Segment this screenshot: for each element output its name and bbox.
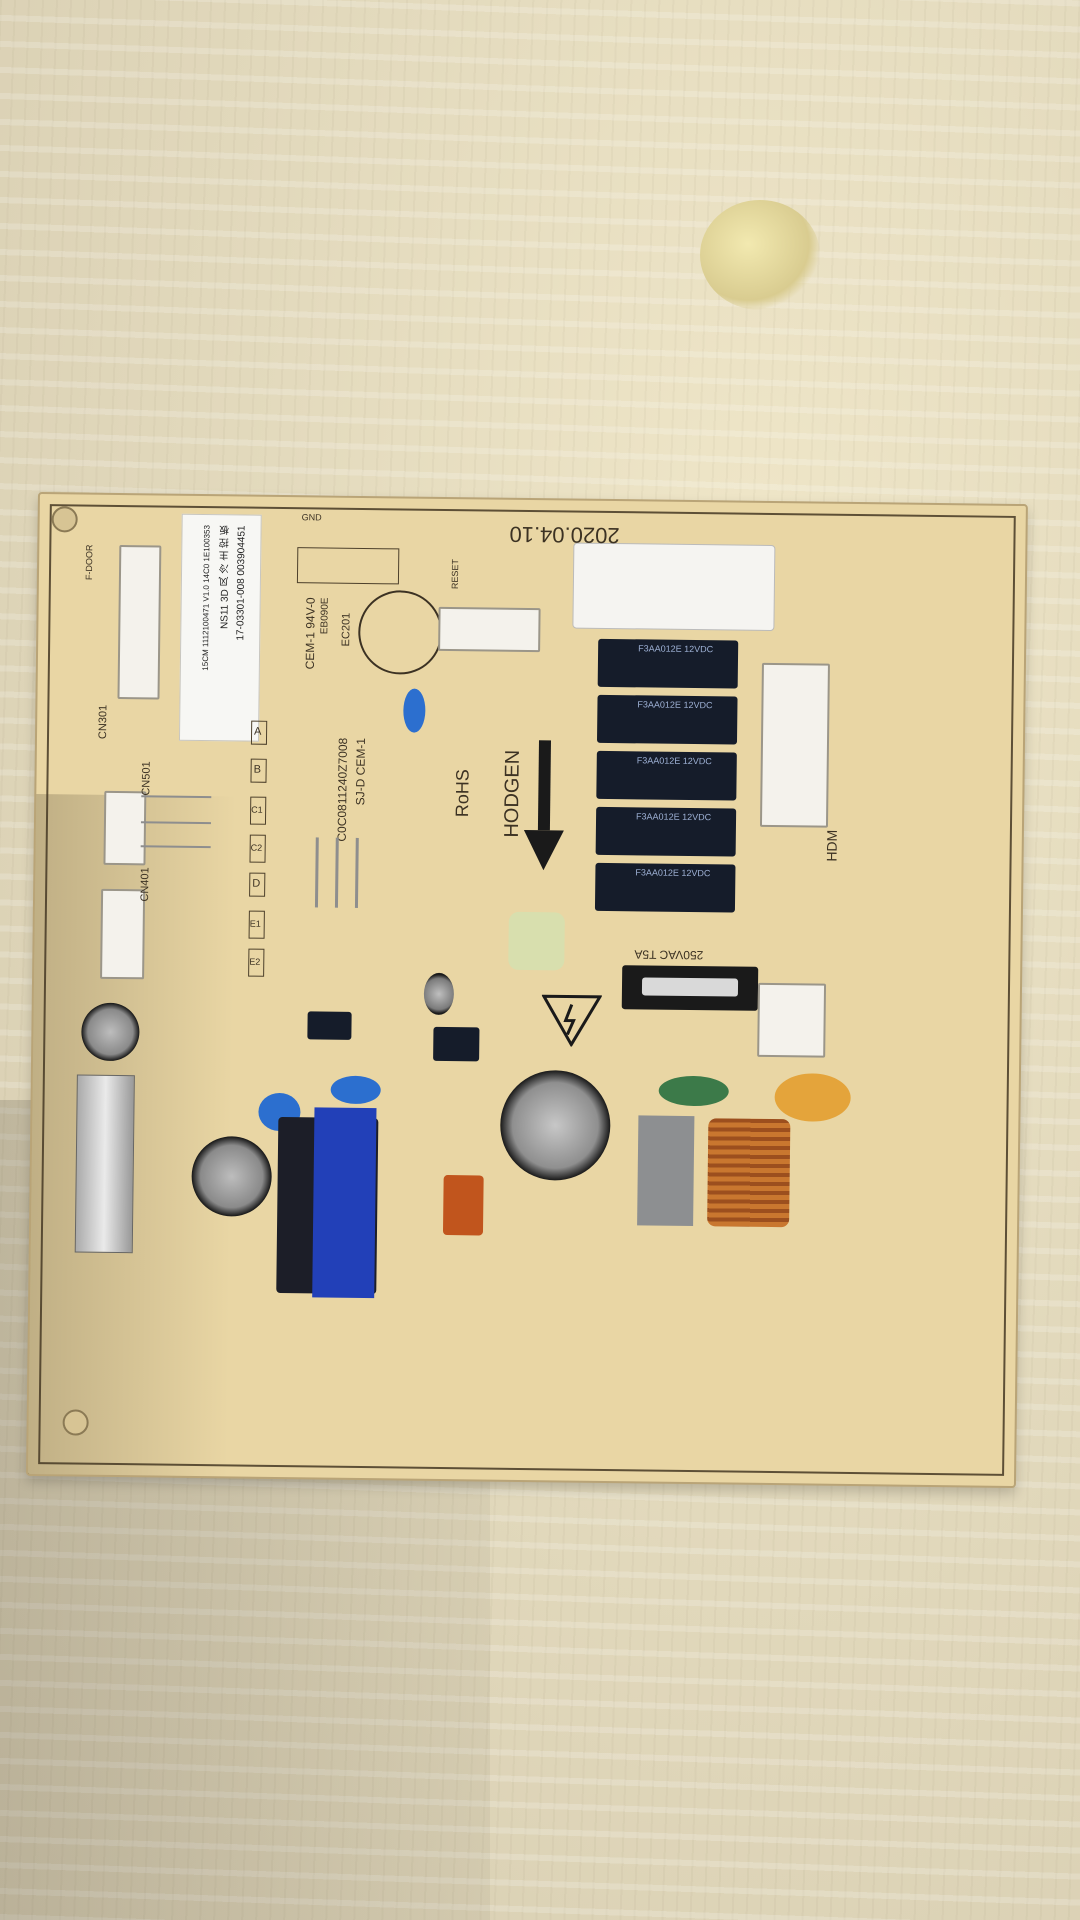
jumper-c2: C2 <box>249 834 266 863</box>
part-number-sticker: 17-03301-008 003904451 NS11 3D 风 冷 主 控 板… <box>178 513 262 742</box>
connector-program-header <box>438 606 541 653</box>
connector-cn101 <box>757 982 827 1058</box>
relay-ry02-model: F3AA012E 12VDC <box>638 643 714 655</box>
relay-ry03: F3AA012E 12VDC <box>596 694 738 745</box>
jumper-e1-label: E1 <box>249 918 261 929</box>
relay-ry03-model: F3AA012E 12VDC <box>637 699 713 711</box>
top-pin-gnd: GND <box>301 512 322 523</box>
relay-ry02: F3AA012E 12VDC <box>597 638 739 689</box>
board-code: C0C0811240Z7008 <box>334 737 351 842</box>
connector-cn401 <box>100 888 146 980</box>
transformer-blue-wrap <box>312 1107 377 1299</box>
top-header-outline <box>296 547 400 585</box>
capacitor-c104 <box>442 1175 484 1236</box>
brand-hodgen: HODGEN <box>500 749 524 838</box>
jumper-b: B <box>250 758 267 783</box>
connector-cn501 <box>103 790 147 866</box>
sticker-line-3: 15CM 1112100471 V1.0 14C0 1E100353 <box>200 525 212 671</box>
cn501-label: CN501 <box>140 761 153 796</box>
high-voltage-warning-icon <box>541 994 602 1047</box>
connector-cn702 <box>759 662 830 828</box>
jumper-e1: E1 <box>248 910 265 939</box>
cem-code: CEM-1 94V-0 <box>302 597 318 670</box>
foam-dent <box>700 200 820 310</box>
relay-ry04: F3AA012E 12VDC <box>596 750 737 801</box>
main-relay-ry01 <box>572 542 776 632</box>
jumper-d-label: D <box>252 877 261 890</box>
hdm-text: HDM <box>823 829 840 862</box>
sticker-line-1: 17-03301-008 003904451 <box>235 525 248 641</box>
sticker-line-2: NS11 3D 风 冷 主 控 板 <box>219 525 232 630</box>
capacitor-c105 <box>330 1075 381 1105</box>
fuse-glass <box>641 977 739 997</box>
top-header-pins: GND <box>302 511 322 524</box>
x-capacitor <box>637 1115 695 1227</box>
relay-ry06-model: F3AA012E 12VDC <box>635 867 711 879</box>
pin-reset: RESET <box>449 559 461 590</box>
jumper-d: D <box>249 872 266 897</box>
program-header-pins: RESET <box>449 559 462 589</box>
jumper-c1-label: C1 <box>251 804 263 815</box>
jumper-b-label: B <box>253 763 262 776</box>
mounting-hole-top-left <box>51 506 78 533</box>
jumper-c1: C1 <box>249 796 267 825</box>
jumper-e2-label: E2 <box>249 956 261 967</box>
connector-cn301 <box>117 544 162 700</box>
date-code: 2020.04.10 <box>509 521 620 549</box>
green-ntc <box>658 1075 729 1107</box>
fuse-rating: 250VAC T5A <box>634 947 704 963</box>
cn401-label: CN401 <box>139 867 152 902</box>
ic-chip-optocoupler <box>307 1011 352 1040</box>
rohs-mark: RoHS <box>452 769 473 818</box>
circuit-board: 17-03301-008 003904451 NS11 3D 风 冷 主 控 板… <box>25 492 1028 1489</box>
sj-code: SJ-D CEM-1 <box>353 737 369 806</box>
jumper-a: A <box>250 720 268 745</box>
ic-chip-ic101 <box>433 1026 480 1062</box>
foam-pad <box>508 911 565 971</box>
ec201-label: EC201 <box>340 612 353 647</box>
relay-ry04-model: F3AA012E 12VDC <box>636 755 712 767</box>
relay-ry06: F3AA012E 12VDC <box>594 862 736 913</box>
varistor <box>774 1073 851 1122</box>
down-arrow-icon <box>523 740 564 871</box>
jumper-a-label: A <box>254 725 262 738</box>
relay-ry05: F3AA012E 12VDC <box>595 806 737 857</box>
relay-ry05-model: F3AA012E 12VDC <box>636 811 712 823</box>
pin-f-door: F-DOOR <box>83 544 95 581</box>
eb-code: EB090E <box>319 597 331 635</box>
jumper-e2: E2 <box>248 948 265 977</box>
heatsink <box>74 1074 135 1254</box>
jumper-c2-label: C2 <box>250 842 263 853</box>
cn301-pin-labels: F-DOOR <box>83 545 96 581</box>
common-mode-choke <box>707 1118 791 1228</box>
cn301-label: CN301 <box>96 704 110 740</box>
